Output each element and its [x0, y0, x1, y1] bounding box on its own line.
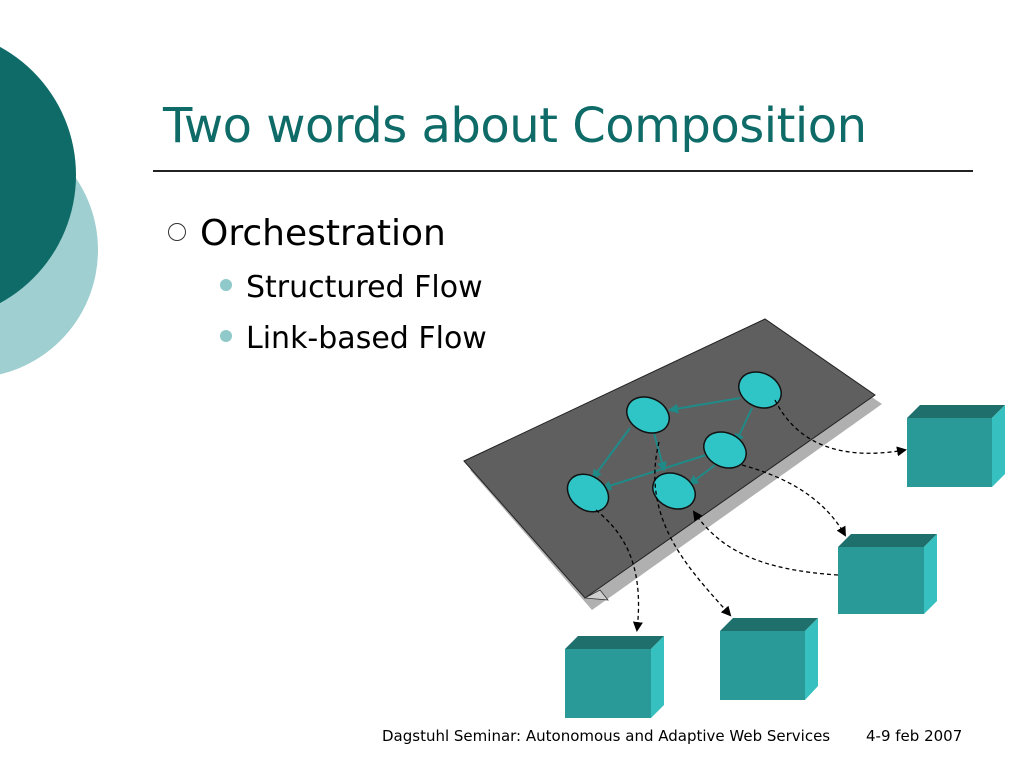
flow-edge: [734, 407, 753, 444]
decorative-circles: [0, 46, 98, 375]
bullet-orchestration: Orchestration: [168, 213, 446, 254]
hollow-circle-bullet-icon: [168, 223, 186, 241]
service-links: [595, 399, 907, 632]
activity-node: [738, 371, 782, 409]
sub-bullet-label: Link-based Flow: [246, 321, 487, 356]
service-cube: [838, 534, 937, 614]
sub-bullet-link-based-flow: Link-based Flow: [220, 321, 487, 356]
service-cube: [720, 618, 818, 700]
plane-curl: [583, 589, 609, 601]
service-cube: [565, 636, 664, 718]
slide-title: Two words about Composition: [163, 98, 867, 154]
dot-bullet-icon: [220, 279, 232, 291]
flow-edge: [591, 427, 631, 480]
activity-node: [652, 472, 696, 510]
footer-date: 4-9 feb 2007: [866, 727, 963, 745]
decor-circle-dark: [0, 46, 76, 304]
flow-edge: [653, 432, 667, 472]
service-link: [595, 509, 643, 632]
activity-node: [566, 473, 610, 513]
dot-bullet-icon: [220, 330, 232, 342]
service-cube: [907, 405, 1005, 487]
flow-edge: [688, 464, 716, 486]
service-link: [774, 399, 907, 457]
footer-event: Dagstuhl Seminar: Autonomous and Adaptiv…: [382, 727, 831, 745]
activity-node: [626, 396, 670, 434]
flow-edge: [668, 397, 741, 414]
sub-bullet-label: Structured Flow: [246, 270, 483, 305]
flow-edges: [591, 397, 753, 491]
sub-bullet-structured-flow: Structured Flow: [220, 270, 483, 305]
service-link: [692, 510, 839, 576]
title-divider: [153, 170, 973, 172]
activity-nodes: [566, 371, 782, 513]
service-link: [741, 464, 846, 537]
activity-node: [703, 431, 747, 469]
process-plane: [463, 318, 876, 599]
bullet-label: Orchestration: [200, 213, 446, 254]
